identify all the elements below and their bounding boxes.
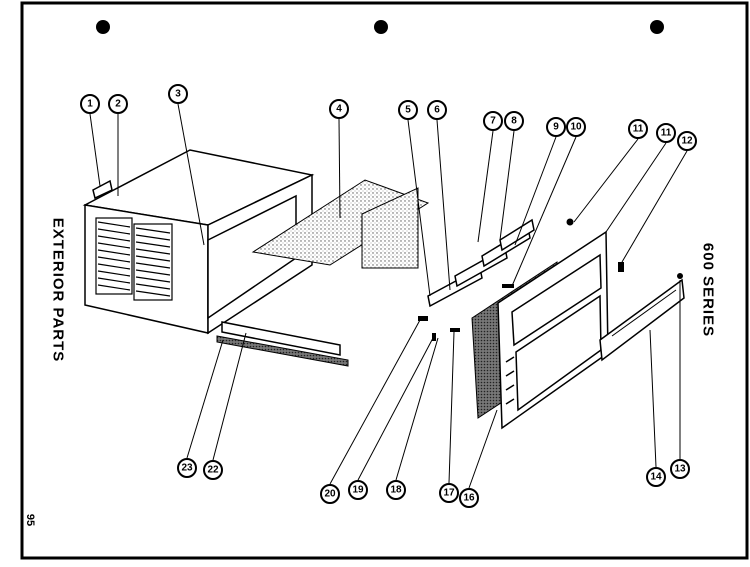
hardware-parts [418, 218, 683, 341]
callout-11a-label: 11 [633, 124, 644, 135]
top-panel [251, 179, 430, 266]
leader-lines [89, 103, 688, 489]
callout-4: 4 [329, 99, 349, 119]
callout-7-label: 7 [490, 116, 496, 127]
callout-11b-label: 11 [661, 128, 672, 139]
callout-22: 22 [203, 460, 223, 480]
callout-9-label: 9 [553, 122, 559, 133]
callout-8-label: 8 [511, 116, 517, 127]
callout-6: 6 [427, 100, 447, 120]
callout-5-label: 5 [405, 105, 411, 116]
callout-22-label: 22 [207, 465, 219, 476]
binder-hole-right [650, 20, 664, 34]
binder-hole-center [374, 20, 388, 34]
bottom-rail [221, 321, 341, 356]
callout-6-label: 6 [434, 105, 440, 116]
callout-1: 1 [80, 94, 100, 114]
callout-10: 10 [566, 117, 586, 137]
page-number: 95 [24, 513, 36, 527]
callout-10-label: 10 [570, 122, 582, 133]
control-door [599, 278, 685, 362]
callout-19: 19 [348, 480, 368, 500]
callout-5: 5 [398, 100, 418, 120]
callout-23-label: 23 [181, 463, 193, 474]
callout-14-label: 14 [650, 472, 662, 483]
callout-2: 2 [108, 94, 128, 114]
callout-16-label: 16 [463, 493, 475, 504]
page-border [20, 1, 749, 560]
side-panel [361, 187, 419, 269]
callout-7: 7 [483, 111, 503, 131]
mounting-tab [92, 179, 113, 200]
callout-18-label: 18 [390, 485, 402, 496]
callout-9: 9 [546, 117, 566, 137]
callout-4-label: 4 [336, 104, 342, 115]
bottom-strip [216, 335, 349, 367]
callout-2-label: 2 [115, 99, 121, 110]
callout-13: 13 [670, 459, 690, 479]
callout-13-label: 13 [674, 464, 686, 475]
cabinet [82, 149, 315, 335]
callout-11b: 11 [656, 123, 676, 143]
callout-3: 3 [168, 84, 188, 104]
callout-23: 23 [177, 458, 197, 478]
callout-12-label: 12 [681, 136, 693, 147]
control-door-edge [611, 289, 677, 337]
callout-20: 20 [320, 484, 340, 504]
cabinet-louvers [95, 217, 173, 301]
side-title: EXTERIOR PARTS [49, 217, 67, 363]
callout-18: 18 [386, 480, 406, 500]
front-grille [497, 230, 609, 430]
callout-17-label: 17 [443, 488, 455, 499]
callout-17: 17 [439, 483, 459, 503]
callout-16: 16 [459, 488, 479, 508]
callout-3-label: 3 [175, 89, 181, 100]
callout-8: 8 [504, 111, 524, 131]
binder-hole-left [96, 20, 110, 34]
callout-11a: 11 [628, 119, 648, 139]
callout-14: 14 [646, 467, 666, 487]
callout-1-label: 1 [87, 99, 93, 110]
series-title: 600 SERIES [699, 242, 717, 338]
callout-19-label: 19 [352, 485, 364, 496]
callout-12: 12 [677, 131, 697, 151]
callout-20-label: 20 [324, 489, 336, 500]
